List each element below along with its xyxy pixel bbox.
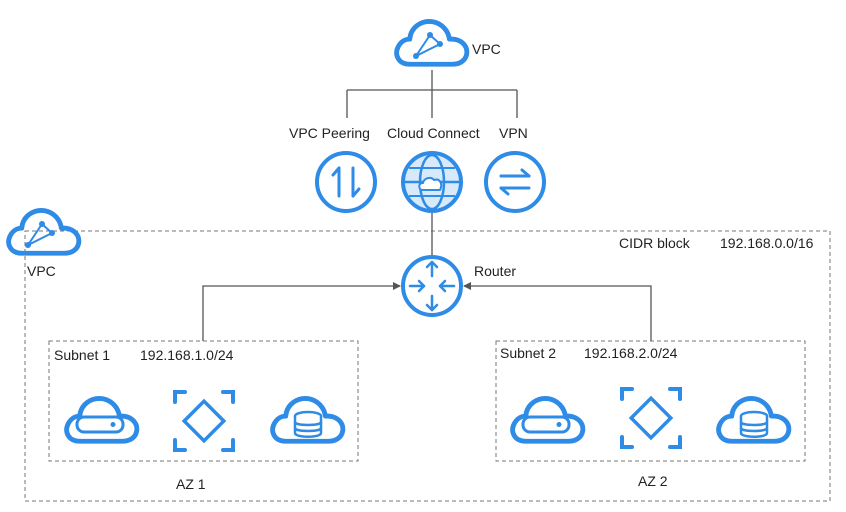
top-vpc-cloud-icon bbox=[397, 21, 467, 64]
top-vpc-label: VPC bbox=[472, 41, 501, 57]
vpc-label: VPC bbox=[27, 263, 56, 279]
vpn-arrows-icon[interactable] bbox=[484, 151, 546, 213]
cidr-block-label: CIDR block bbox=[619, 235, 691, 251]
connection-label-vpn: VPN bbox=[499, 125, 528, 141]
server-cloud-icon[interactable] bbox=[513, 398, 583, 441]
subnet-2: Subnet 2 192.168.2.0/24 bbox=[495, 340, 806, 462]
database-cloud-icon[interactable] bbox=[273, 398, 343, 441]
globe-cloud-icon[interactable] bbox=[401, 151, 463, 213]
connection-label-cloud-connect: Cloud Connect bbox=[387, 125, 480, 141]
az-2-label: AZ 2 bbox=[638, 473, 668, 489]
subnet1-router-arrow bbox=[202, 282, 401, 341]
server-cloud-icon[interactable] bbox=[67, 398, 137, 441]
subnet-1-boundary bbox=[48, 340, 359, 462]
diamond-frame-icon[interactable] bbox=[173, 390, 235, 452]
subnet-1: Subnet 1 192.168.1.0/24 bbox=[48, 340, 359, 462]
connection-label-vpc-peering: VPC Peering bbox=[289, 125, 370, 141]
cidr-block-value: 192.168.0.0/16 bbox=[720, 235, 814, 251]
subnet-2-boundary bbox=[495, 340, 806, 462]
subnet2-router-arrow bbox=[463, 282, 652, 341]
subnet-1-cidr: 192.168.1.0/24 bbox=[140, 347, 234, 363]
vpc-boundary bbox=[24, 230, 831, 502]
vpc-cloud-icon bbox=[9, 210, 79, 253]
router-icon[interactable] bbox=[401, 255, 463, 317]
subnet-2-label: Subnet 2 bbox=[500, 345, 556, 361]
diamond-frame-icon[interactable] bbox=[620, 387, 682, 449]
peering-arrows-icon[interactable] bbox=[315, 151, 377, 213]
router-label: Router bbox=[474, 263, 516, 279]
subnet-1-label: Subnet 1 bbox=[54, 347, 110, 363]
az-1-label: AZ 1 bbox=[176, 476, 206, 492]
top-connector-lines bbox=[346, 70, 518, 118]
subnet-2-cidr: 192.168.2.0/24 bbox=[584, 345, 678, 361]
database-cloud-icon[interactable] bbox=[719, 398, 789, 441]
